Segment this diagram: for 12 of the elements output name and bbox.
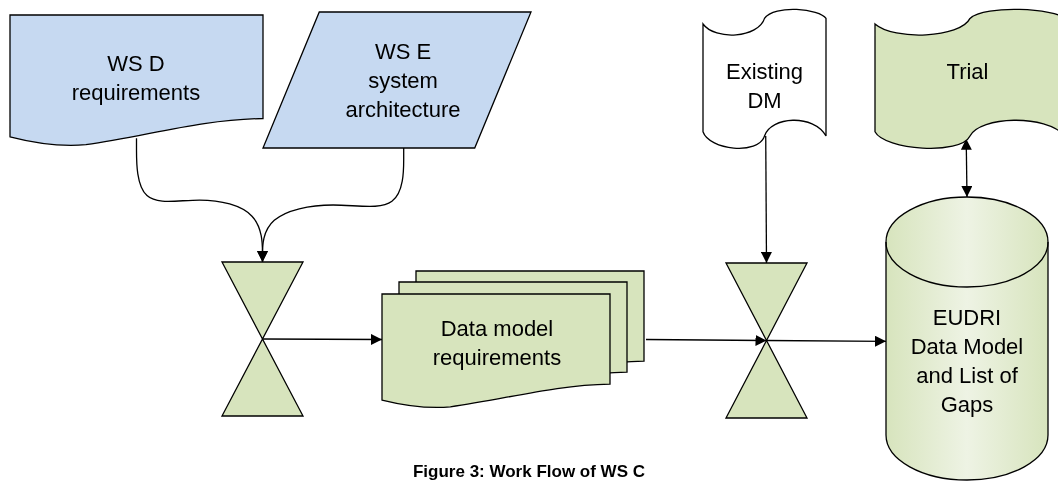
node-label: EUDRI Data Model and List of Gaps [909,304,1025,419]
connector-arrow [257,147,405,263]
connector-arrow [645,334,768,346]
node-label: Trial [945,58,990,86]
connector-arrow [765,335,887,347]
node-label: WS D requirements [70,50,202,107]
node-label: WS E system architecture [344,38,462,124]
node-label: Data model requirements [431,315,563,372]
connector-arrow [760,135,772,264]
node-label: Existing DM [724,58,804,115]
figure-caption: Figure 3: Work Flow of WS C [413,462,645,481]
connector-arrow [960,138,973,198]
